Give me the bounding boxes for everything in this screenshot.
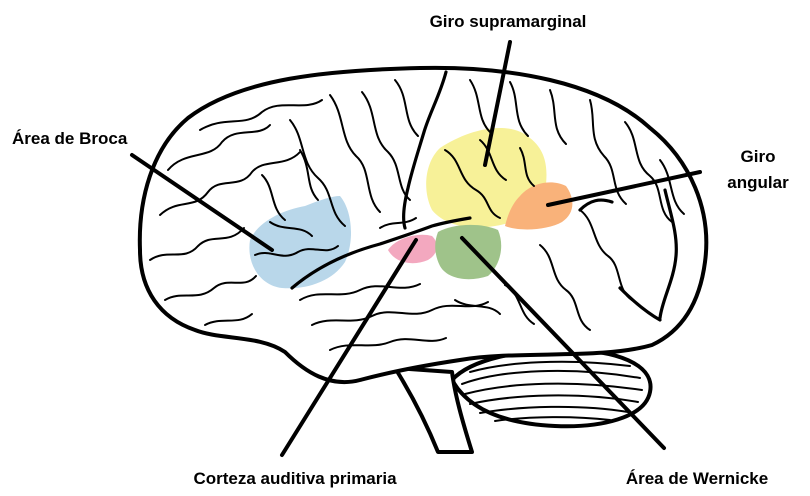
angular-label-line1: Giro: [741, 147, 776, 166]
supramarginal-label: Giro supramarginal: [430, 12, 587, 31]
cerebrum-outline: [140, 68, 706, 382]
angular-label-line2: angular: [727, 173, 789, 192]
auditory-label: Corteza auditiva primaria: [193, 469, 397, 488]
wernicke-label: Área de Wernicke: [626, 469, 768, 488]
broca-label: Área de Broca: [12, 129, 128, 148]
cerebellum: [452, 350, 651, 426]
